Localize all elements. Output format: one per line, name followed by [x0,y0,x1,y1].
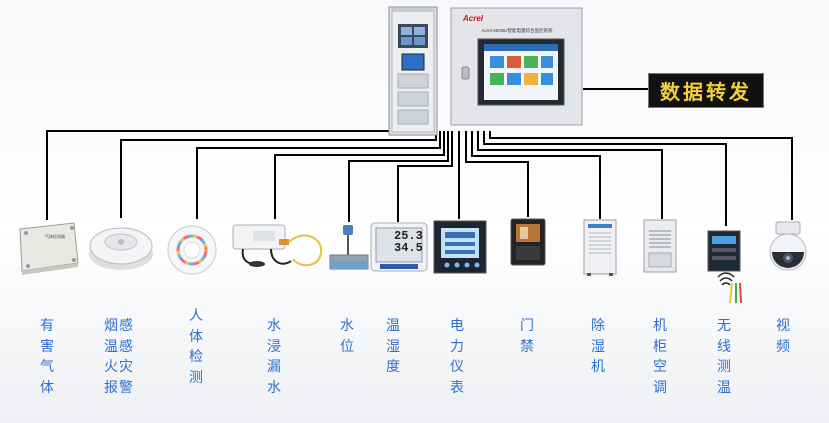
dehumidifier-icon [583,219,617,276]
label-human-detection: 人体检测 [189,308,203,386]
label-smoke-fire-alarm: 烟感温感火灾报警 [104,318,134,396]
power-meter-icon [433,220,487,274]
wire-8 [471,131,601,219]
temp-humidity-sensor-icon [370,222,428,272]
wire-11 [489,131,793,220]
wire-4 [348,131,449,222]
data-forwarding-label: 数据转发 [648,73,764,108]
label-harmful-gas: 有害气体 [40,318,54,396]
wire-3 [274,131,445,219]
wire-1 [120,131,437,218]
human-sensor-icon [167,225,217,275]
label-cabinet-ac: 机柜空调 [653,318,667,396]
wire-10 [483,131,727,226]
label-access-control: 门禁 [520,318,534,355]
video-camera-icon [769,221,807,271]
gas-detector-box-label: 气体检测器 [45,234,65,239]
water-level-sensor-icon [329,225,369,270]
label-power-meter: 电力仪表 [450,318,464,396]
panel-title: Acrel-2000E/智能电量综合监控系统 [481,28,553,33]
temperature-readout: 25.3 [394,229,423,243]
wire-0 [46,130,432,220]
water-leak-sensor-icon [232,224,323,267]
humidity-readout: 34.5 [394,241,423,255]
access-control-icon [510,218,546,266]
gas-detector-icon [19,222,79,275]
label-dehumidifier: 除湿机 [591,318,605,375]
label-wireless-temperature: 无线测温 [717,318,731,396]
wire-7 [465,131,529,217]
server-cabinet [388,6,438,136]
label-water-leak: 水浸漏水 [267,318,281,396]
monitoring-host-panel [450,7,583,126]
label-video: 视频 [776,318,790,355]
smoke-detector-icon [89,227,153,270]
wire-5 [397,131,453,222]
wire-9 [477,131,663,219]
wire-2 [196,131,441,219]
cabinet-air-conditioner-icon [643,219,677,273]
brand-logo: Acrel [463,14,484,23]
label-water-level: 水位 [340,318,354,355]
wireless-temperature-sensor-icon [707,230,742,304]
label-temp-humidity: 温湿度 [386,318,400,375]
